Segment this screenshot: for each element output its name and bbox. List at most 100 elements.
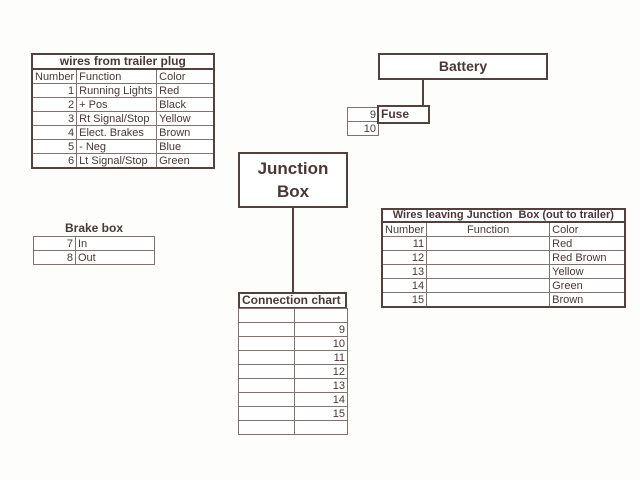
connection-chart: Connection chart 9 10 11 12 bbox=[238, 292, 348, 435]
cell-color: Black bbox=[156, 97, 215, 112]
cell-color: Blue bbox=[156, 139, 215, 154]
cell-color: Brown bbox=[549, 292, 626, 308]
table-row bbox=[238, 308, 348, 323]
cell-color: Green bbox=[156, 153, 215, 169]
junction-out-table: Wires leaving Junction Box (out to trail… bbox=[381, 208, 626, 308]
cell-number: 15 bbox=[294, 406, 348, 421]
cell-empty bbox=[238, 406, 295, 421]
table-row: 11 bbox=[238, 350, 348, 365]
trailer-plug-table-title: wires from trailer plug bbox=[31, 53, 215, 70]
table-row: 1 Running Lights Red bbox=[31, 83, 215, 98]
battery-box: Battery bbox=[378, 53, 548, 80]
table-row: 9 bbox=[347, 107, 379, 122]
table-row: 14 bbox=[238, 392, 348, 407]
cell-number: 8 bbox=[33, 250, 76, 265]
column-header-function: Function bbox=[76, 68, 158, 84]
cell-empty bbox=[238, 308, 295, 323]
cell-empty bbox=[238, 336, 295, 351]
table-row: 12 Red Brown bbox=[381, 250, 626, 265]
cell-number: 10 bbox=[347, 121, 379, 136]
brake-box-title: Brake box bbox=[64, 221, 124, 235]
column-header-number: Number bbox=[31, 68, 78, 84]
junction-box: Junction Box bbox=[238, 152, 348, 208]
cell-color: Yellow bbox=[156, 111, 215, 126]
cell-empty bbox=[238, 378, 295, 393]
cell-number: 13 bbox=[381, 264, 428, 279]
cell-number: 11 bbox=[381, 236, 428, 251]
cell-function: Elect. Brakes bbox=[76, 125, 158, 140]
table-row: 13 Yellow bbox=[381, 264, 626, 279]
junction-out-table-title: Wires leaving Junction Box (out to trail… bbox=[381, 208, 626, 223]
cell-function bbox=[426, 278, 551, 293]
column-header-function: Function bbox=[426, 221, 551, 237]
table-row: 11 Red bbox=[381, 236, 626, 251]
cell-empty bbox=[238, 364, 295, 379]
cell-function bbox=[426, 264, 551, 279]
cell-number: 15 bbox=[381, 292, 428, 308]
cell-empty bbox=[238, 420, 295, 435]
cell-number: 5 bbox=[31, 139, 78, 154]
table-row: 10 bbox=[238, 336, 348, 351]
cell-function bbox=[426, 250, 551, 265]
cell-number: 9 bbox=[294, 322, 348, 337]
cell-number: 13 bbox=[294, 378, 348, 393]
header-row: Number Function Color bbox=[381, 221, 626, 237]
table-row: 4 Elect. Brakes Brown bbox=[31, 125, 215, 140]
cell-number: 4 bbox=[31, 125, 78, 140]
cell-color: Green bbox=[549, 278, 626, 293]
column-header-color: Color bbox=[549, 221, 626, 237]
brake-box-table: 7 In 8 Out bbox=[33, 236, 155, 265]
cell-number: 14 bbox=[381, 278, 428, 293]
cell-number: 14 bbox=[294, 392, 348, 407]
table-row: 10 bbox=[347, 121, 379, 136]
junction-to-chart-line bbox=[292, 206, 294, 292]
table-row: 7 In bbox=[33, 236, 155, 251]
table-row: 9 bbox=[238, 322, 348, 337]
battery-to-fuse-line bbox=[422, 79, 424, 107]
table-row: 13 bbox=[238, 378, 348, 393]
cell-function: Lt Signal/Stop bbox=[76, 153, 158, 169]
cell-function: Rt Signal/Stop bbox=[76, 111, 158, 126]
cell-empty bbox=[238, 350, 295, 365]
cell-empty bbox=[238, 322, 295, 337]
cell-empty bbox=[238, 392, 295, 407]
cell-color: Yellow bbox=[549, 264, 626, 279]
connection-chart-title: Connection chart bbox=[238, 292, 347, 309]
cell-number: 9 bbox=[347, 107, 379, 122]
cell-function bbox=[426, 236, 551, 251]
table-row: 14 Green bbox=[381, 278, 626, 293]
cell-number: 3 bbox=[31, 111, 78, 126]
table-row: 12 bbox=[238, 364, 348, 379]
cell-function: Running Lights bbox=[76, 83, 158, 98]
cell-label: In bbox=[75, 236, 155, 251]
table-row: 8 Out bbox=[33, 250, 155, 265]
table-row: 15 Brown bbox=[381, 292, 626, 308]
fuse-number-cells: 9 10 bbox=[347, 107, 379, 136]
table-row: 6 Lt Signal/Stop Green bbox=[31, 153, 215, 169]
cell-number: 10 bbox=[294, 336, 348, 351]
cell-color: Red Brown bbox=[549, 250, 626, 265]
cell-number: 11 bbox=[294, 350, 348, 365]
cell-function bbox=[426, 292, 551, 308]
cell-function: - Neg bbox=[76, 139, 158, 154]
junction-box-label-line1: Junction bbox=[257, 159, 329, 178]
cell-color: Red bbox=[549, 236, 626, 251]
cell-number bbox=[294, 308, 348, 323]
cell-color: Brown bbox=[156, 125, 215, 140]
cell-number: 6 bbox=[31, 153, 78, 169]
cell-number: 2 bbox=[31, 97, 78, 112]
cell-color: Red bbox=[156, 83, 215, 98]
cell-number: 12 bbox=[294, 364, 348, 379]
table-row: 5 - Neg Blue bbox=[31, 139, 215, 154]
table-row: 15 bbox=[238, 406, 348, 421]
cell-number: 7 bbox=[33, 236, 76, 251]
cell-label: Out bbox=[75, 250, 155, 265]
header-row: Number Function Color bbox=[31, 68, 215, 84]
fuse-box: Fuse bbox=[377, 105, 430, 124]
column-header-number: Number bbox=[381, 221, 428, 237]
column-header-color: Color bbox=[156, 68, 215, 84]
trailer-plug-table: wires from trailer plug Number Function … bbox=[31, 53, 215, 169]
table-row: 2 + Pos Black bbox=[31, 97, 215, 112]
table-row: 3 Rt Signal/Stop Yellow bbox=[31, 111, 215, 126]
